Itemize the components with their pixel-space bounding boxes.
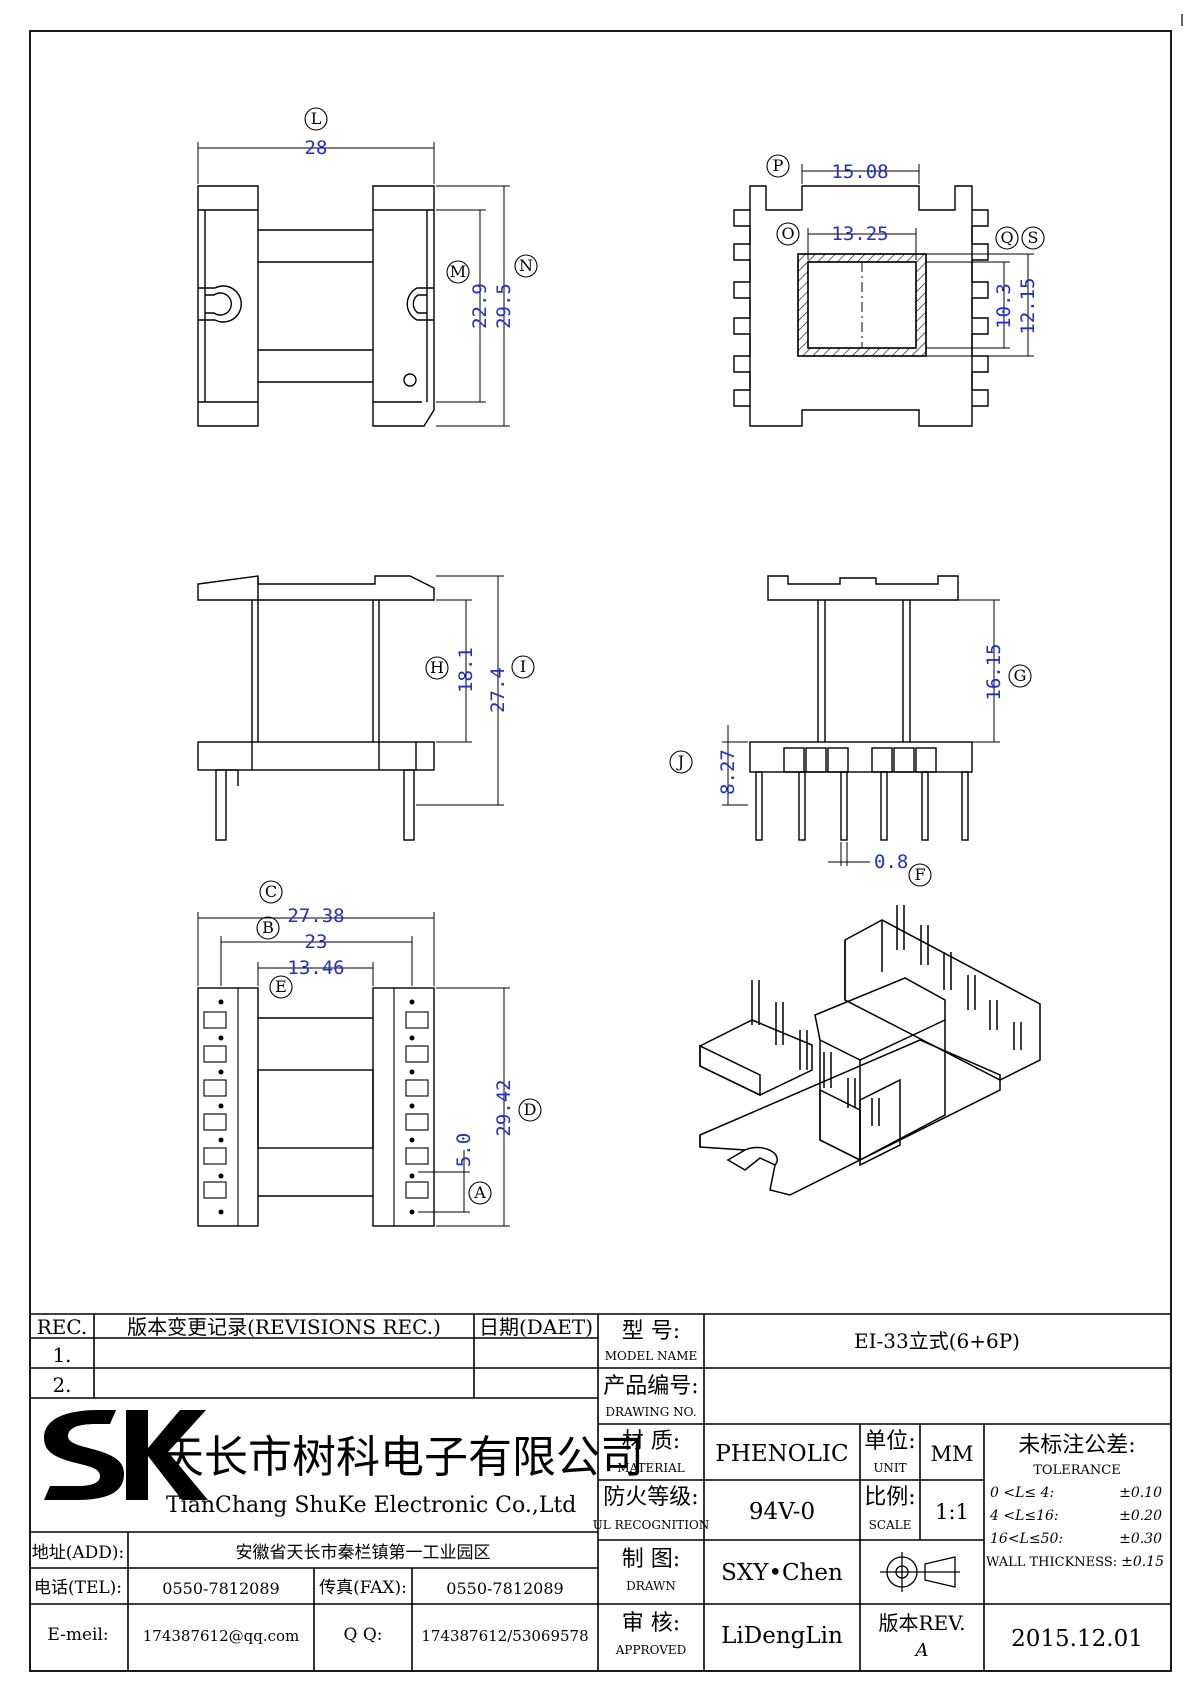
scale-label-en: SCALE bbox=[869, 1518, 912, 1532]
dim-F: 0.8 bbox=[874, 851, 908, 873]
ul-label-en: UL RECOGNITION bbox=[593, 1518, 710, 1532]
callout-L: L bbox=[311, 109, 322, 128]
isometric-view bbox=[699, 905, 1041, 1196]
dim-P: 15.08 bbox=[831, 161, 888, 183]
tolerance-value-1: ±0.10 bbox=[1119, 1485, 1162, 1501]
dim-C: 27.38 bbox=[287, 905, 344, 927]
callout-I: I bbox=[520, 657, 526, 676]
drawing-no-label-en: DRAWING NO. bbox=[605, 1405, 696, 1419]
drawn-value: SXY•Chen bbox=[721, 1560, 843, 1586]
material-value: PHENOLIC bbox=[715, 1441, 848, 1467]
tel-value: 0550-7812089 bbox=[162, 1579, 279, 1598]
projection-symbol-icon bbox=[880, 1552, 960, 1592]
callout-S: S bbox=[1028, 228, 1039, 247]
dim-Q: 10.3 bbox=[993, 283, 1015, 329]
callout-O: O bbox=[781, 224, 794, 243]
rev-label: 版本REV. bbox=[879, 1611, 966, 1635]
tolerance-range-3: 16<L≤50: bbox=[990, 1531, 1063, 1547]
material-label-cn: 材 质: bbox=[622, 1429, 680, 1454]
email-label: E-meil: bbox=[47, 1625, 108, 1645]
tolerance-label-cn: 未标注公差: bbox=[1018, 1433, 1135, 1458]
approved-value: LiDengLin bbox=[721, 1623, 843, 1649]
scale-label-cn: 比例: bbox=[864, 1485, 915, 1510]
callout-J: J bbox=[676, 752, 684, 771]
callout-A: A bbox=[473, 1183, 486, 1202]
drawing-no-label-cn: 产品编号: bbox=[603, 1374, 698, 1399]
drawn-label-en: DRAWN bbox=[626, 1579, 676, 1593]
qq-value: 174387612/53069578 bbox=[421, 1627, 588, 1645]
rev-col-date: 日期(DAET) bbox=[479, 1315, 593, 1339]
callout-B: B bbox=[262, 918, 274, 937]
company-name-cn: 天长市树科电子有限公司 bbox=[160, 1432, 644, 1483]
rev-col-rec: REC. bbox=[37, 1315, 88, 1339]
sheet-border bbox=[29, 30, 1172, 1672]
scale-value: 1:1 bbox=[935, 1500, 969, 1524]
tel-label: 电话(TEL): bbox=[34, 1578, 122, 1598]
dim-O: 13.25 bbox=[831, 223, 888, 245]
ul-value: 94V-0 bbox=[749, 1499, 815, 1525]
tolerance-value-3: ±0.30 bbox=[1119, 1531, 1162, 1547]
callout-F: F bbox=[914, 865, 925, 884]
dim-B: 23 bbox=[305, 931, 328, 953]
title-block-grid bbox=[30, 1313, 1171, 1671]
callout-N: N bbox=[519, 256, 533, 275]
qq-label: Q Q: bbox=[343, 1625, 382, 1645]
unit-label-cn: 单位: bbox=[864, 1429, 915, 1454]
callout-M: M bbox=[450, 262, 466, 281]
rev-value: A bbox=[914, 1640, 929, 1661]
bobbin-face-view bbox=[733, 164, 1034, 427]
rev-row-1-no: 1. bbox=[52, 1343, 71, 1367]
tolerance-range-1: 0 <L≤ 4: bbox=[990, 1485, 1054, 1501]
model-label-en: MODEL NAME bbox=[605, 1349, 698, 1363]
approved-label-cn: 审 核: bbox=[622, 1611, 680, 1636]
callout-D: D bbox=[524, 1100, 537, 1119]
unit-label-en: UNIT bbox=[873, 1461, 906, 1475]
fax-value: 0550-7812089 bbox=[446, 1579, 563, 1598]
callout-H: H bbox=[430, 658, 444, 677]
unit-value: MM bbox=[930, 1442, 973, 1466]
date-value: 2015.12.01 bbox=[1011, 1626, 1143, 1652]
bottom-view bbox=[197, 912, 510, 1227]
tolerance-range-2: 4 <L≤16: bbox=[989, 1508, 1059, 1524]
rev-col-desc: 版本变更记录(REVISIONS REC.) bbox=[127, 1315, 441, 1339]
dim-N: 29.5 bbox=[493, 283, 515, 329]
dim-I: 27.4 bbox=[487, 667, 509, 713]
dim-A: 5.0 bbox=[453, 1133, 475, 1167]
email-value: 174387612@qq.com bbox=[143, 1627, 300, 1645]
wall-thickness-value: ±0.15 bbox=[1121, 1554, 1164, 1570]
model-value: EI-33立式(6+6P) bbox=[854, 1329, 1020, 1353]
ul-label-cn: 防火等级: bbox=[603, 1485, 698, 1510]
top-view bbox=[197, 142, 510, 427]
rev-row-2-no: 2. bbox=[52, 1373, 71, 1397]
dim-H: 18.1 bbox=[455, 647, 477, 693]
company-logo bbox=[44, 1410, 208, 1500]
callout-Q: Q bbox=[1000, 228, 1013, 247]
drawn-label-cn: 制 图: bbox=[622, 1547, 680, 1572]
dim-L: 28 bbox=[305, 137, 328, 159]
fax-label: 传真(FAX): bbox=[319, 1578, 407, 1598]
material-label-en: MATERIAL bbox=[617, 1461, 685, 1475]
company-name-en: TianChang ShuKe Electronic Co.,Ltd bbox=[166, 1493, 576, 1518]
dim-J: 8.27 bbox=[717, 749, 739, 795]
approved-label-en: APPROVED bbox=[615, 1643, 687, 1657]
model-label-cn: 型 号: bbox=[622, 1319, 680, 1344]
dim-D: 29.42 bbox=[493, 1079, 515, 1136]
callout-G: G bbox=[1014, 666, 1027, 685]
dim-E: 13.46 bbox=[287, 957, 344, 979]
wall-thickness-label: WALL THICKNESS: bbox=[986, 1555, 1117, 1570]
callout-E: E bbox=[275, 977, 287, 996]
address-label: 地址(ADD): bbox=[32, 1543, 125, 1563]
dim-S: 12.15 bbox=[1017, 277, 1039, 334]
tolerance-value-2: ±0.20 bbox=[1119, 1508, 1162, 1524]
front-view bbox=[722, 575, 1000, 866]
callout-C: C bbox=[265, 882, 277, 901]
side-view bbox=[197, 575, 504, 841]
address-value: 安徽省天长市秦栏镇第一工业园区 bbox=[236, 1543, 491, 1563]
dim-G: 16.15 bbox=[983, 643, 1005, 700]
tolerance-label-en: TOLERANCE bbox=[1033, 1463, 1120, 1478]
dim-M: 22.9 bbox=[469, 283, 491, 329]
callout-P: P bbox=[773, 156, 784, 175]
